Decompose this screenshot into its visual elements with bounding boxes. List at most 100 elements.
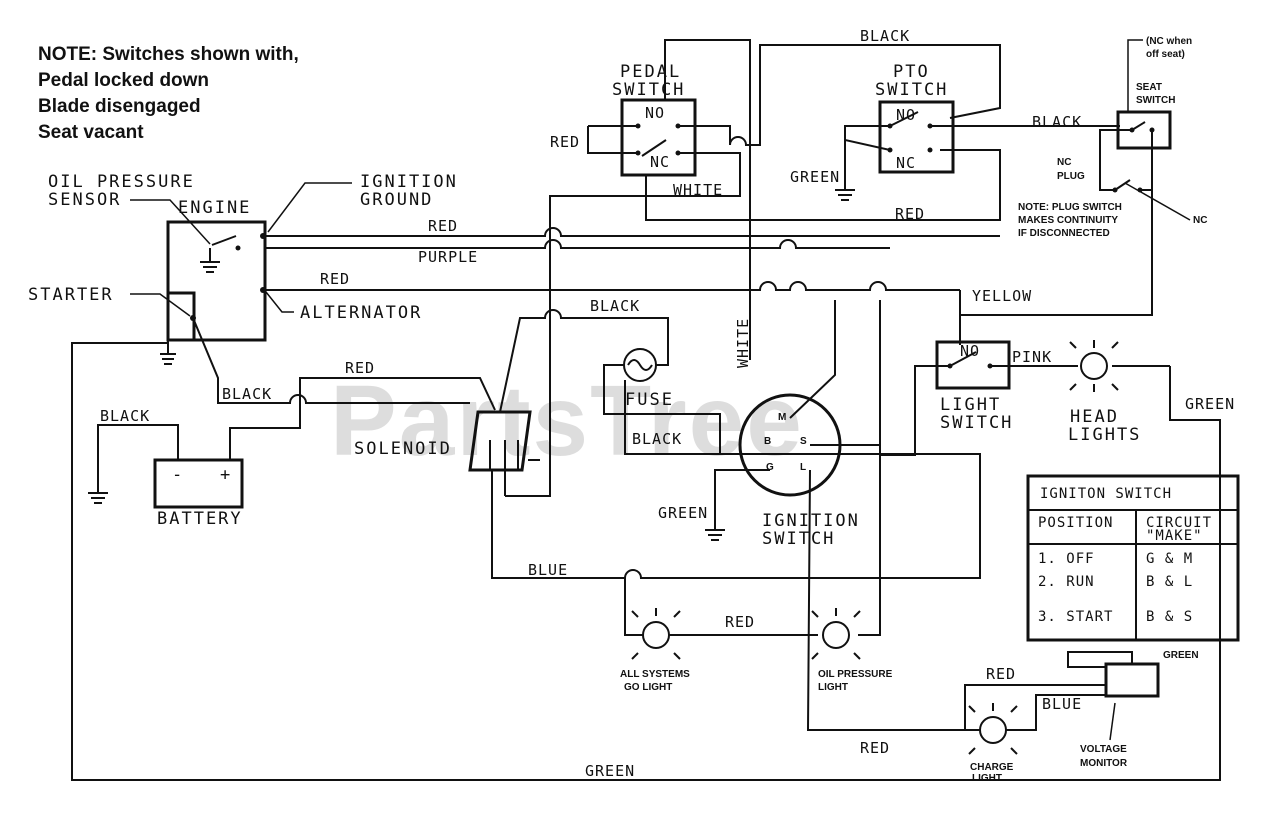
- terminal-g: G: [766, 462, 774, 473]
- table-row-3-circuit: B & S: [1146, 609, 1193, 625]
- wire-red-pto: RED: [895, 205, 925, 223]
- wire-red-top: RED: [428, 217, 458, 235]
- wire-black-starter: BLACK: [222, 385, 272, 403]
- fuse-label: FUSE: [625, 390, 674, 410]
- all-systems-label-2: GO LIGHT: [624, 682, 672, 693]
- table-col-circuit-2: "MAKE": [1146, 528, 1203, 544]
- wire-purple: PURPLE: [418, 248, 478, 266]
- note-block: NOTE: Switches shown with, Pedal locked …: [38, 44, 299, 143]
- note-line-3: Blade disengaged: [38, 96, 201, 117]
- wire-green-bottom: GREEN: [585, 762, 635, 780]
- wire-blue-monitor: BLUE: [1042, 695, 1082, 713]
- battery: - + BATTERY: [153, 458, 244, 529]
- pto-nc: NC: [896, 154, 916, 172]
- table-row-2-position: 2. RUN: [1038, 574, 1095, 590]
- wire-green-right: GREEN: [1185, 395, 1235, 413]
- charge-light: CHARGE LIGHT: [968, 703, 1018, 784]
- solenoid-label: SOLENOID: [354, 439, 452, 459]
- wire-red-bottom: RED: [860, 739, 890, 757]
- table-col-circuit: CIRCUIT: [1146, 515, 1212, 531]
- ignition-ground-label: IGNITION: [360, 172, 458, 192]
- ignition-ground-label-2: GROUND: [360, 190, 433, 210]
- wire-white-vert: WHITE: [734, 318, 752, 368]
- wire-black-seat: BLACK: [1032, 113, 1082, 131]
- solenoid: SOLENOID: [354, 410, 532, 496]
- note-line-4: Seat vacant: [38, 122, 144, 143]
- table-row-1-position: 1. OFF: [1038, 551, 1095, 567]
- head-lights: HEAD LIGHTS: [1068, 340, 1170, 445]
- seat-note: (NC when: [1146, 36, 1192, 47]
- oil-pressure-light-label-2: LIGHT: [818, 682, 848, 693]
- oil-pressure-light: OIL PRESSURE LIGHT: [811, 608, 893, 693]
- charge-light-label: CHARGE: [970, 762, 1014, 773]
- pedal-switch: PEDAL SWITCH NO NC: [612, 62, 697, 177]
- seat-note-2: off seat): [1146, 49, 1185, 60]
- light-switch: NO LIGHT SWITCH: [935, 340, 1011, 433]
- light-switch-label: LIGHT: [940, 395, 1001, 415]
- wire-yellow: YELLOW: [972, 287, 1032, 305]
- watermark: PartsTree: [330, 365, 804, 477]
- head-lights-label-2: LIGHTS: [1068, 425, 1141, 445]
- plug-note: NOTE: PLUG SWITCH: [1018, 202, 1122, 213]
- pedal-switch-label: PEDAL: [620, 62, 681, 82]
- engine: ENGINE: [166, 198, 267, 342]
- table-row-2-circuit: B & L: [1146, 574, 1193, 590]
- battery-minus: -: [172, 465, 184, 485]
- wire-pink: PINK: [1012, 348, 1052, 366]
- nc-right-label: NC: [1193, 215, 1207, 226]
- seat-switch-label-2: SWITCH: [1136, 95, 1175, 106]
- seat-switch: SEAT SWITCH (NC when off seat): [1116, 36, 1192, 150]
- wire-green-monitor: GREEN: [1163, 650, 1199, 661]
- charge-light-label-2: LIGHT: [972, 773, 1002, 784]
- nc-plug-label: NC: [1057, 157, 1071, 168]
- note-line-2: Pedal locked down: [38, 70, 209, 91]
- voltage-monitor: VOLTAGE MONITOR: [1080, 662, 1160, 769]
- wire-red-solenoid: RED: [345, 359, 375, 377]
- wire-black-fuse: BLACK: [590, 297, 640, 315]
- nc-plug-label-2: PLUG: [1057, 171, 1085, 182]
- table-row-3-position: 3. START: [1038, 609, 1113, 625]
- plug-note-2: MAKES CONTINUITY: [1018, 215, 1118, 226]
- all-systems-go-light: ALL SYSTEMS GO LIGHT: [620, 608, 690, 693]
- engine-label: ENGINE: [178, 198, 251, 218]
- battery-label: BATTERY: [157, 509, 243, 529]
- oil-pressure-sensor-label: OIL PRESSURE: [48, 172, 195, 192]
- wire-red-monitor: RED: [986, 665, 1016, 683]
- alternator-label: ALTERNATOR: [300, 303, 422, 323]
- head-lights-label: HEAD: [1070, 407, 1119, 427]
- ignition-switch-label: IGNITION: [762, 511, 860, 531]
- starter-label: STARTER: [28, 285, 114, 305]
- terminal-s: S: [800, 436, 807, 447]
- table-title: IGNITON SWITCH: [1040, 486, 1172, 502]
- pedal-no: NO: [645, 104, 665, 122]
- pedal-switch-label-2: SWITCH: [612, 80, 685, 100]
- battery-plus: +: [220, 465, 232, 485]
- wire-black-ign: BLACK: [632, 430, 682, 448]
- oil-pressure-sensor-label-2: SENSOR: [48, 190, 121, 210]
- terminal-l: L: [800, 462, 806, 473]
- wire-green-ign: GREEN: [658, 504, 708, 522]
- wire-red-pedal: RED: [550, 133, 580, 151]
- pto-switch-label: PTO: [893, 62, 930, 82]
- ignition-switch-table: IGNITON SWITCH POSITION CIRCUIT "MAKE" 1…: [1026, 474, 1240, 642]
- wire-blue: BLUE: [528, 561, 568, 579]
- wire-red-alternator: RED: [320, 270, 350, 288]
- ignition-switch-label-2: SWITCH: [762, 529, 835, 549]
- seat-switch-label: SEAT: [1136, 82, 1162, 93]
- oil-pressure-light-label: OIL PRESSURE: [818, 669, 893, 680]
- pto-switch: PTO SWITCH NO NC: [875, 62, 955, 174]
- wire-red-lights: RED: [725, 613, 755, 631]
- voltage-monitor-label: VOLTAGE: [1080, 744, 1127, 755]
- pedal-nc: NC: [650, 153, 670, 171]
- table-col-position: POSITION: [1038, 515, 1113, 531]
- wire-black-battery: BLACK: [100, 407, 150, 425]
- nc-plug: NC PLUG NOTE: PLUG SWITCH MAKES CONTINUI…: [1018, 157, 1207, 239]
- terminal-m: M: [778, 412, 786, 423]
- voltage-monitor-label-2: MONITOR: [1080, 758, 1128, 769]
- wire-green-pto: GREEN: [790, 168, 840, 186]
- wire-black-top: BLACK: [860, 27, 910, 45]
- light-switch-no: NO: [960, 342, 980, 360]
- plug-note-3: IF DISCONNECTED: [1018, 228, 1110, 239]
- table-row-1-circuit: G & M: [1146, 551, 1193, 567]
